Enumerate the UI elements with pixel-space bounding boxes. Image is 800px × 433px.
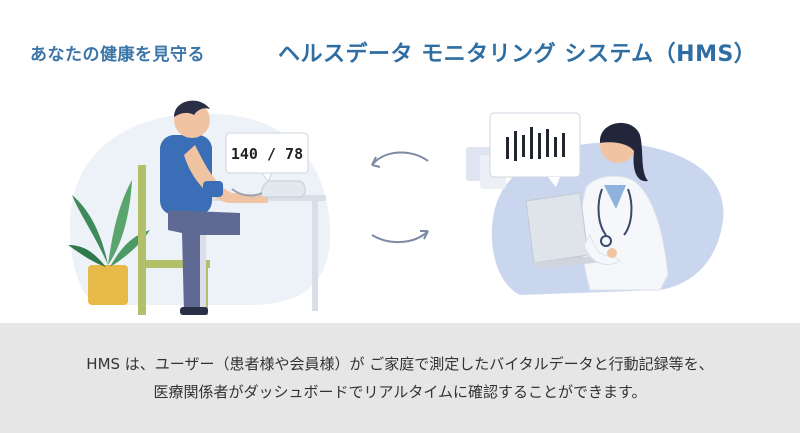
description-line-2: 医療関係者がダッシュボードでリアルタイムに確認することができます。 — [153, 383, 647, 401]
patient-scene: 140 / 78 — [68, 100, 330, 315]
blood-pressure-monitor-icon — [231, 180, 306, 198]
tagline: あなたの健康を見守る — [30, 45, 205, 65]
bp-reading: 140 / 78 — [231, 145, 303, 163]
stethoscope-icon — [597, 188, 633, 247]
description-panel: HMS は、ユーザー（患者様や会員様）が ご家庭で測定したバイタルデータと行動記… — [0, 323, 800, 433]
chart-bars-icon — [506, 127, 565, 161]
sync-arrows-icon — [371, 151, 429, 244]
page-title: ヘルスデータ モニタリング システム（HMS） — [278, 42, 757, 67]
hero-illustration: 140 / 78 — [68, 100, 724, 315]
chart-bubble — [489, 112, 581, 187]
doctor-scene — [466, 112, 724, 295]
bp-reading-bubble: 140 / 78 — [225, 132, 309, 182]
description-line-1: HMS は、ユーザー（患者様や会員様）が ご家庭で測定したバイタルデータと行動記… — [86, 355, 714, 373]
laptop-icon — [525, 192, 610, 269]
